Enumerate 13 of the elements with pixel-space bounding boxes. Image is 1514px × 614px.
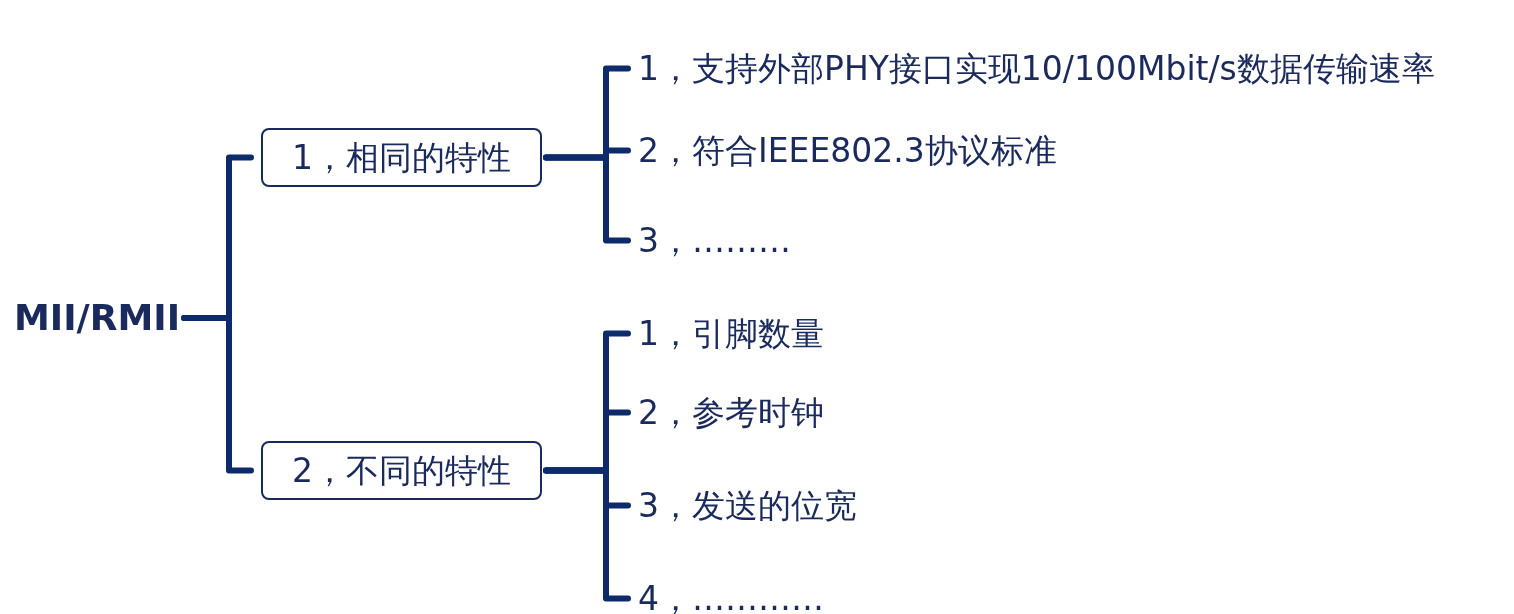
brace-connector <box>543 467 631 602</box>
brace-connector <box>181 315 254 474</box>
item-text: 2，参考时钟 <box>638 395 824 429</box>
root-label: MII/RMII <box>14 300 181 336</box>
category-box: 2，不同的特性 <box>261 440 542 500</box>
item-text: 1，支持外部PHY接口实现10/100Mbit/s数据传输速率 <box>638 51 1435 85</box>
item-text: 3，……… <box>638 223 791 257</box>
item-text: 3，发送的位宽 <box>638 488 857 522</box>
item-text: 1，引脚数量 <box>638 316 824 350</box>
item-text: 2，符合IEEE802.3协议标准 <box>638 133 1057 167</box>
brace-connector <box>543 154 631 244</box>
item-text: 4，………… <box>638 581 824 614</box>
category-box: 1，相同的特性 <box>261 127 542 187</box>
